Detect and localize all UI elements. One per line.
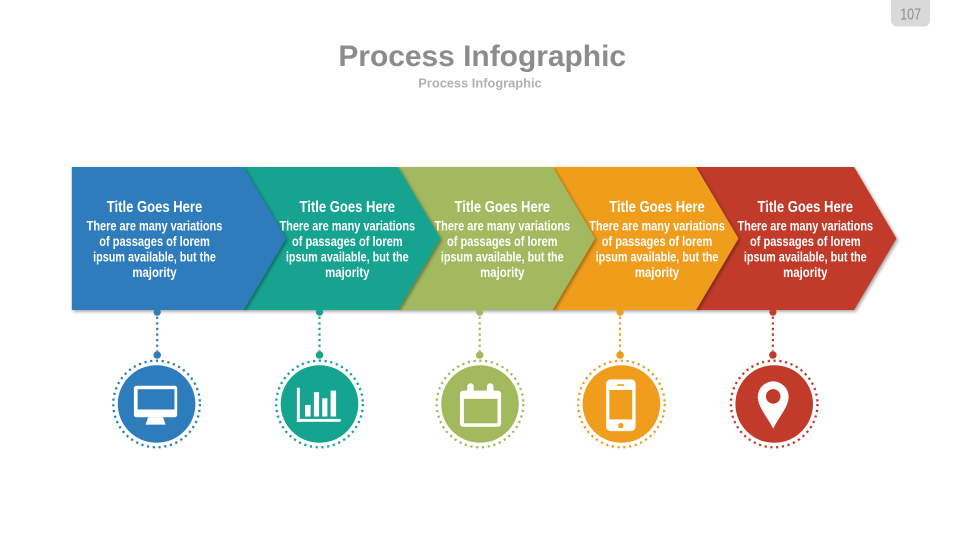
svg-text:ipsum available, but the: ipsum available, but the xyxy=(441,249,564,265)
svg-text:majority: majority xyxy=(480,264,524,280)
svg-text:of passages of lorem: of passages of lorem xyxy=(99,233,210,249)
svg-text:Title Goes Here: Title Goes Here xyxy=(300,199,396,216)
svg-text:Process Infographic: Process Infographic xyxy=(418,77,541,91)
svg-text:There are many variations: There are many variations xyxy=(737,218,873,234)
svg-text:of passages of lorem: of passages of lorem xyxy=(602,233,713,249)
svg-text:ipsum available, but the: ipsum available, but the xyxy=(93,249,216,265)
svg-text:Title Goes Here: Title Goes Here xyxy=(455,199,551,216)
svg-text:majority: majority xyxy=(132,264,176,280)
svg-text:Process Infographic: Process Infographic xyxy=(338,40,626,73)
svg-text:of passages of lorem: of passages of lorem xyxy=(447,233,558,249)
svg-text:ipsum available, but the: ipsum available, but the xyxy=(744,249,867,265)
svg-text:ipsum available, but the: ipsum available, but the xyxy=(286,249,409,265)
svg-text:107: 107 xyxy=(900,6,921,23)
svg-text:majority: majority xyxy=(325,264,369,280)
svg-text:Title Goes Here: Title Goes Here xyxy=(107,199,203,216)
svg-text:majority: majority xyxy=(635,264,679,280)
svg-text:Title Goes Here: Title Goes Here xyxy=(758,199,854,216)
svg-text:There are many variations: There are many variations xyxy=(87,218,223,234)
svg-text:majority: majority xyxy=(783,264,827,280)
svg-text:There are many variations: There are many variations xyxy=(434,218,570,234)
svg-text:There are many variations: There are many variations xyxy=(279,218,415,234)
svg-text:ipsum available, but the: ipsum available, but the xyxy=(596,249,719,265)
svg-text:Title Goes Here: Title Goes Here xyxy=(609,199,705,216)
svg-text:There are many variations: There are many variations xyxy=(589,218,725,234)
svg-text:of passages of lorem: of passages of lorem xyxy=(750,233,861,249)
svg-text:of passages of lorem: of passages of lorem xyxy=(292,233,403,249)
